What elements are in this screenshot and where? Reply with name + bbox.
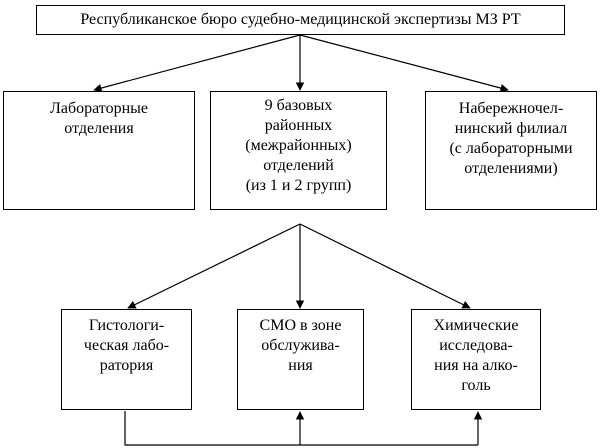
node-label-line: Химические [433, 317, 519, 334]
node-label-line: Лабораторные [50, 100, 148, 117]
node-label-line: нинский филиал [454, 120, 568, 137]
arrow-top-to-labs [93, 34, 301, 93]
node-label-line: ратория [99, 357, 154, 374]
node-district-departments: 9 базовых районных (межрайонных) отделен… [210, 91, 387, 210]
node-histology-laboratory: Гистологи- ческая лабо- ратория [61, 309, 192, 410]
node-label-line: отделения [64, 120, 134, 137]
node-label-line: 9 базовых [264, 97, 333, 114]
node-label-line: обслужива- [261, 337, 340, 354]
node-label-line: ния на алко- [434, 357, 518, 374]
node-label-line: (межрайонных) [245, 137, 352, 154]
node-label-line: исследова- [439, 337, 513, 354]
node-label-line: Гистологи- [88, 317, 165, 334]
node-republican-bureau: Республиканское бюро судебно-медицинской… [36, 5, 565, 35]
node-label-line: СМО в зоне [259, 317, 342, 334]
arrow-top-to-branch [299, 34, 509, 93]
node-label-line: Республиканское бюро судебно-медицинской… [80, 11, 521, 28]
node-label-line: ния [288, 357, 313, 374]
node-label-line: ческая лабо- [83, 337, 170, 354]
arrow-districts-to-histology [127, 223, 301, 309]
node-label-line: (с лабораторными [449, 140, 573, 157]
node-naberezhnye-chelny-branch: Набережночел- нинский филиал (с лаборато… [425, 91, 597, 210]
node-smo-service-zone: СМО в зоне обслужива- ния [237, 309, 364, 410]
node-label-line: Набережночел- [458, 100, 564, 117]
node-laboratory-departments: Лабораторные отделения [3, 91, 195, 210]
node-label-line: (из 1 и 2 групп) [245, 177, 352, 194]
node-label-line: отделениями) [464, 160, 558, 177]
node-chemical-alcohol-tests: Химические исследова- ния на алко- голь [411, 309, 541, 410]
return-line-bottom [124, 411, 478, 446]
arrow-districts-to-chem [299, 223, 471, 309]
node-label-line: голь [461, 377, 491, 394]
node-label-line: районных [264, 117, 333, 134]
node-label-line: отделений [263, 157, 334, 174]
